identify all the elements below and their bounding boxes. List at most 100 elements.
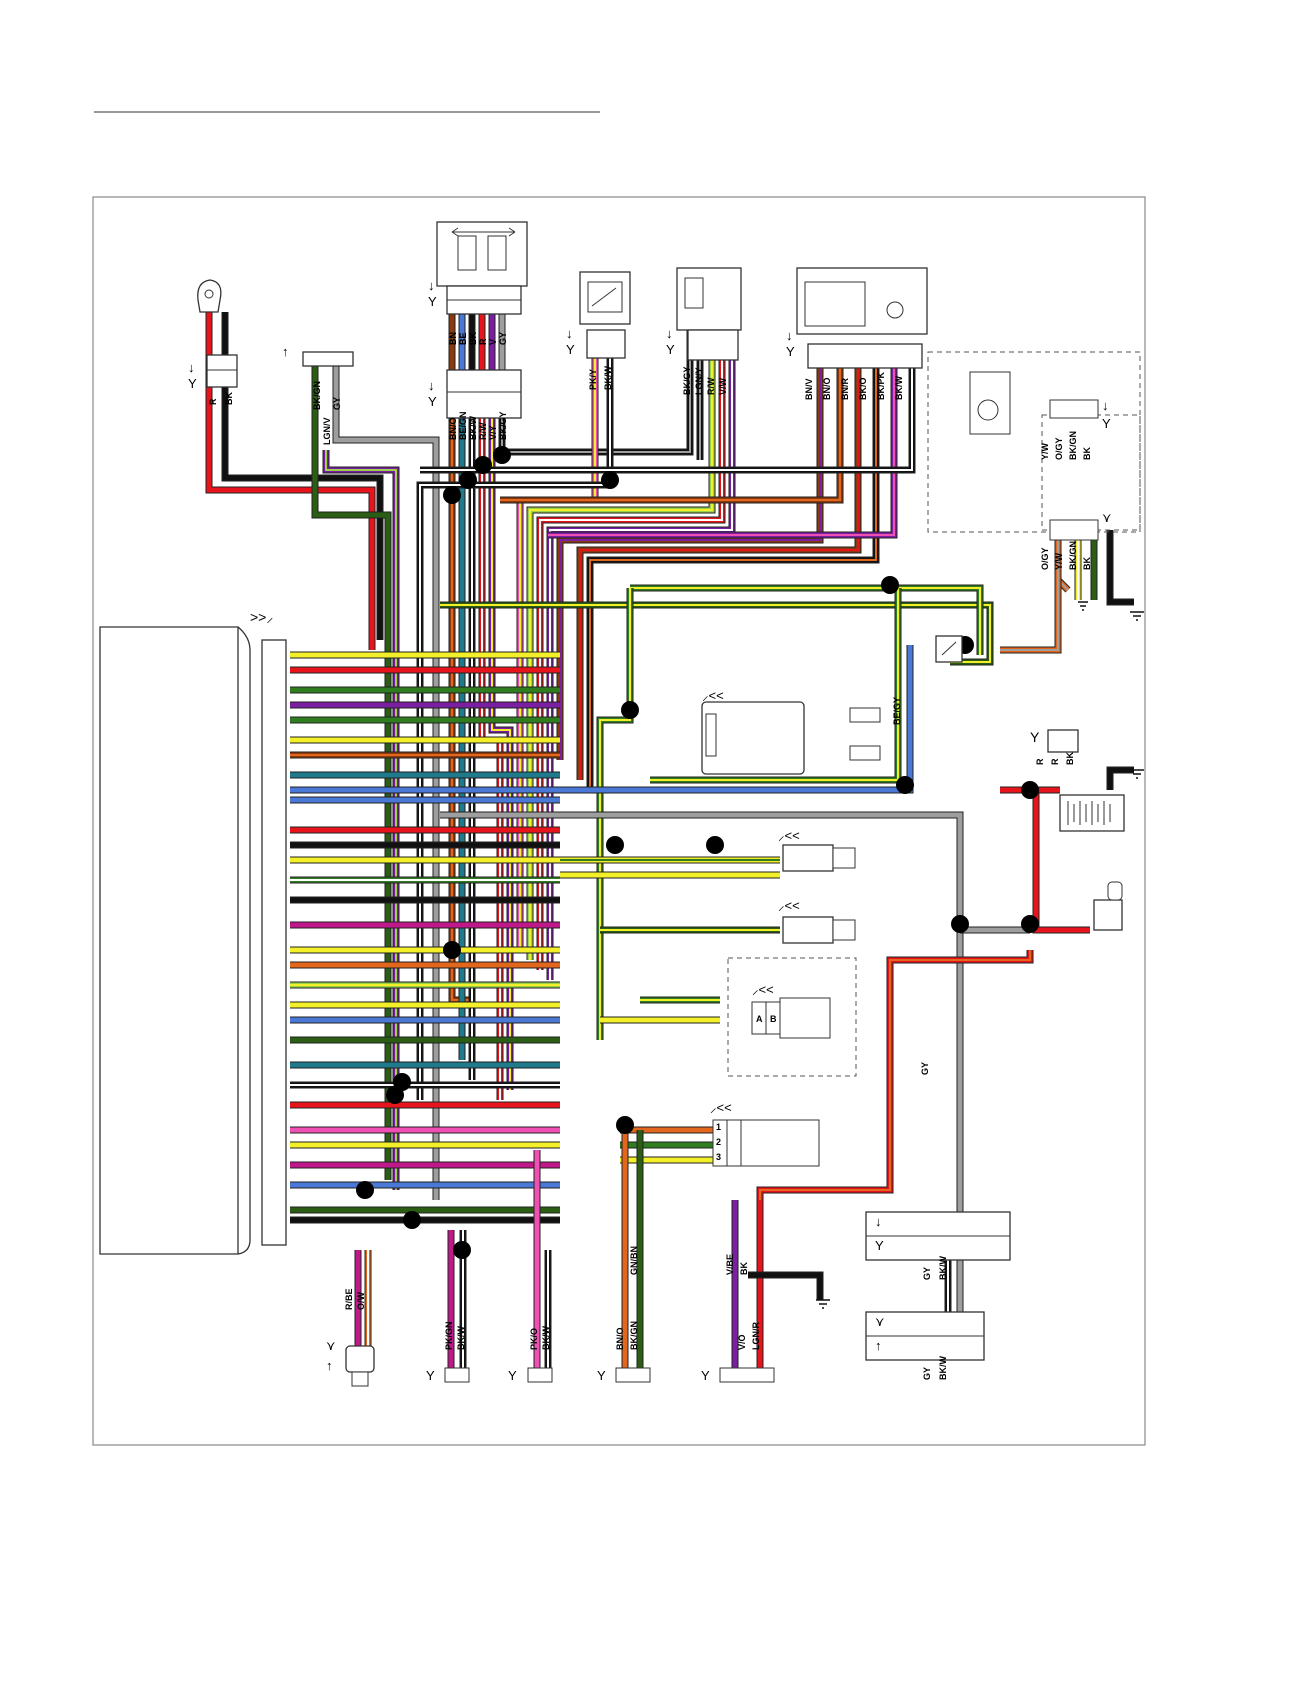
wire-gy-trunk-core (440, 812, 963, 1312)
wire-label: GN/BN (629, 1246, 639, 1275)
wire-label: Y/W (1054, 552, 1064, 570)
splice-node (1021, 915, 1039, 933)
svg-text:↓: ↓ (786, 328, 793, 343)
wire-label: R (478, 338, 488, 345)
svg-text:>>⸝: >>⸝ (250, 609, 273, 625)
wire-label: GY (922, 1267, 932, 1280)
connector-a: ↑ (282, 344, 354, 367)
wire-green-loop-2-stripe (630, 587, 981, 655)
wire-bn-v-stripe (559, 368, 821, 760)
wire-label: R (208, 398, 218, 405)
wire-label: PK/Y (588, 369, 598, 390)
hall-pin-a: A (756, 1014, 763, 1024)
svg-text:↓: ↓ (666, 326, 673, 341)
svg-text:⸝<<: ⸝<< (778, 898, 800, 913)
diagram-frame (92, 196, 1146, 1446)
svg-text:↑: ↑ (326, 1358, 333, 1373)
svg-text:Y: Y (1030, 729, 1040, 745)
wire-gy-core (333, 366, 439, 1200)
splice-node (951, 915, 969, 933)
svg-text:⋎: ⋎ (1102, 510, 1112, 525)
wire-label: BN/O (448, 418, 458, 441)
wire-label: BE/GY (892, 697, 902, 725)
svg-text:Y: Y (597, 1368, 606, 1383)
speed-sensor-1: ⸝<< (778, 828, 856, 872)
wire-v-y-stripe (491, 418, 511, 1090)
wire-label: PK/O (529, 1328, 539, 1350)
handlebar-switch-upper: ↓ Y ↓ Y (428, 221, 528, 419)
wire-label: V/Y (488, 425, 498, 440)
wire-label: BK/W (938, 1356, 948, 1380)
wire-r-battery-core (1000, 787, 1090, 933)
wire-label: GY (920, 1062, 930, 1075)
wire-bk-2 (1106, 530, 1134, 606)
ground-symbol (816, 601, 1144, 1309)
wire-label: BN (448, 332, 458, 345)
splice-node (453, 1241, 471, 1259)
wire-label: BK (1082, 447, 1092, 460)
wire-bk-o-stripe (589, 368, 877, 790)
splice-node (621, 701, 639, 719)
tps-pin-3: 3 (716, 1152, 721, 1162)
wire-label: O/GY (1040, 547, 1050, 570)
fuel-pump-module: ↓ Y ⋎ (927, 351, 1141, 541)
wire-bk-pk-stripe (548, 368, 895, 536)
svg-text:Y: Y (428, 294, 437, 309)
wire-bn-o-2 (500, 368, 844, 504)
svg-text:Y: Y (426, 1368, 435, 1383)
wire-label: O/W (356, 1291, 366, 1310)
wire-lgn-y-stripe (529, 360, 713, 960)
wire-green-drop-stripe (599, 588, 631, 1040)
splice-node (443, 941, 461, 959)
tps-pin-2: 2 (716, 1137, 721, 1147)
wire-label: PK/GN (444, 1321, 454, 1350)
svg-text:Y: Y (875, 1238, 884, 1253)
svg-text:Y: Y (666, 342, 675, 357)
splice-node (606, 836, 624, 854)
wire-label: R (1050, 758, 1060, 765)
svg-text:↓: ↓ (428, 378, 435, 393)
wire-label: BK/GY (498, 411, 508, 440)
wire-o-gy-2-stripe (1000, 530, 1059, 651)
wire-label: BK/W (456, 1326, 466, 1350)
wire-label: BE (458, 332, 468, 345)
wire-bk-bat (1106, 766, 1134, 790)
wire-bn-o-2-core (500, 368, 843, 503)
splice-node (1021, 781, 1039, 799)
wire-label: BN/R (840, 378, 850, 400)
wire-bk-core (222, 312, 383, 640)
wire-label: R/W (478, 422, 488, 440)
wire-green-loop-2 (630, 584, 984, 655)
wire-label: BK/O (858, 378, 868, 401)
svg-text:Y: Y (508, 1368, 517, 1383)
wire-label: LGN/R (751, 1322, 761, 1350)
splice-node (443, 486, 461, 504)
svg-text:⸝<<: ⸝<< (778, 828, 800, 843)
throttle-position-sensor: ⸝<< 1 2 3 (710, 1100, 820, 1167)
wire-label: BK/W (468, 416, 478, 440)
wire-label: BK/W (541, 1326, 551, 1350)
wire-bk-2-core (1107, 530, 1134, 605)
wire-label: BK/GN (312, 381, 322, 410)
splice-node (386, 1086, 404, 1104)
svg-text:↓: ↓ (1102, 398, 1109, 413)
temperature-sender: ⋎ ↑ (326, 1338, 375, 1387)
splice-node (403, 1211, 421, 1229)
battery: Y (1030, 729, 1125, 832)
ignition-coil: ⸝<< (701, 688, 881, 775)
sensor-gauge-1: ↓ Y (566, 271, 631, 359)
svg-text:Y: Y (1102, 416, 1111, 431)
svg-text:Y: Y (786, 344, 795, 359)
svg-text:Y: Y (428, 394, 437, 409)
svg-text:⸝<<: ⸝<< (752, 982, 774, 997)
wire-label: GY (332, 397, 342, 410)
svg-text:⸝<<: ⸝<< (702, 688, 724, 703)
splice-node (616, 1116, 634, 1134)
wire-label: GY (498, 332, 508, 345)
splice-node (706, 836, 724, 854)
svg-text:↓: ↓ (428, 278, 435, 293)
sensor-gauge-2: ↓ Y (666, 267, 742, 361)
bottom-connectors: Y Y Y Y (426, 1367, 775, 1383)
svg-text:Y: Y (566, 342, 575, 357)
